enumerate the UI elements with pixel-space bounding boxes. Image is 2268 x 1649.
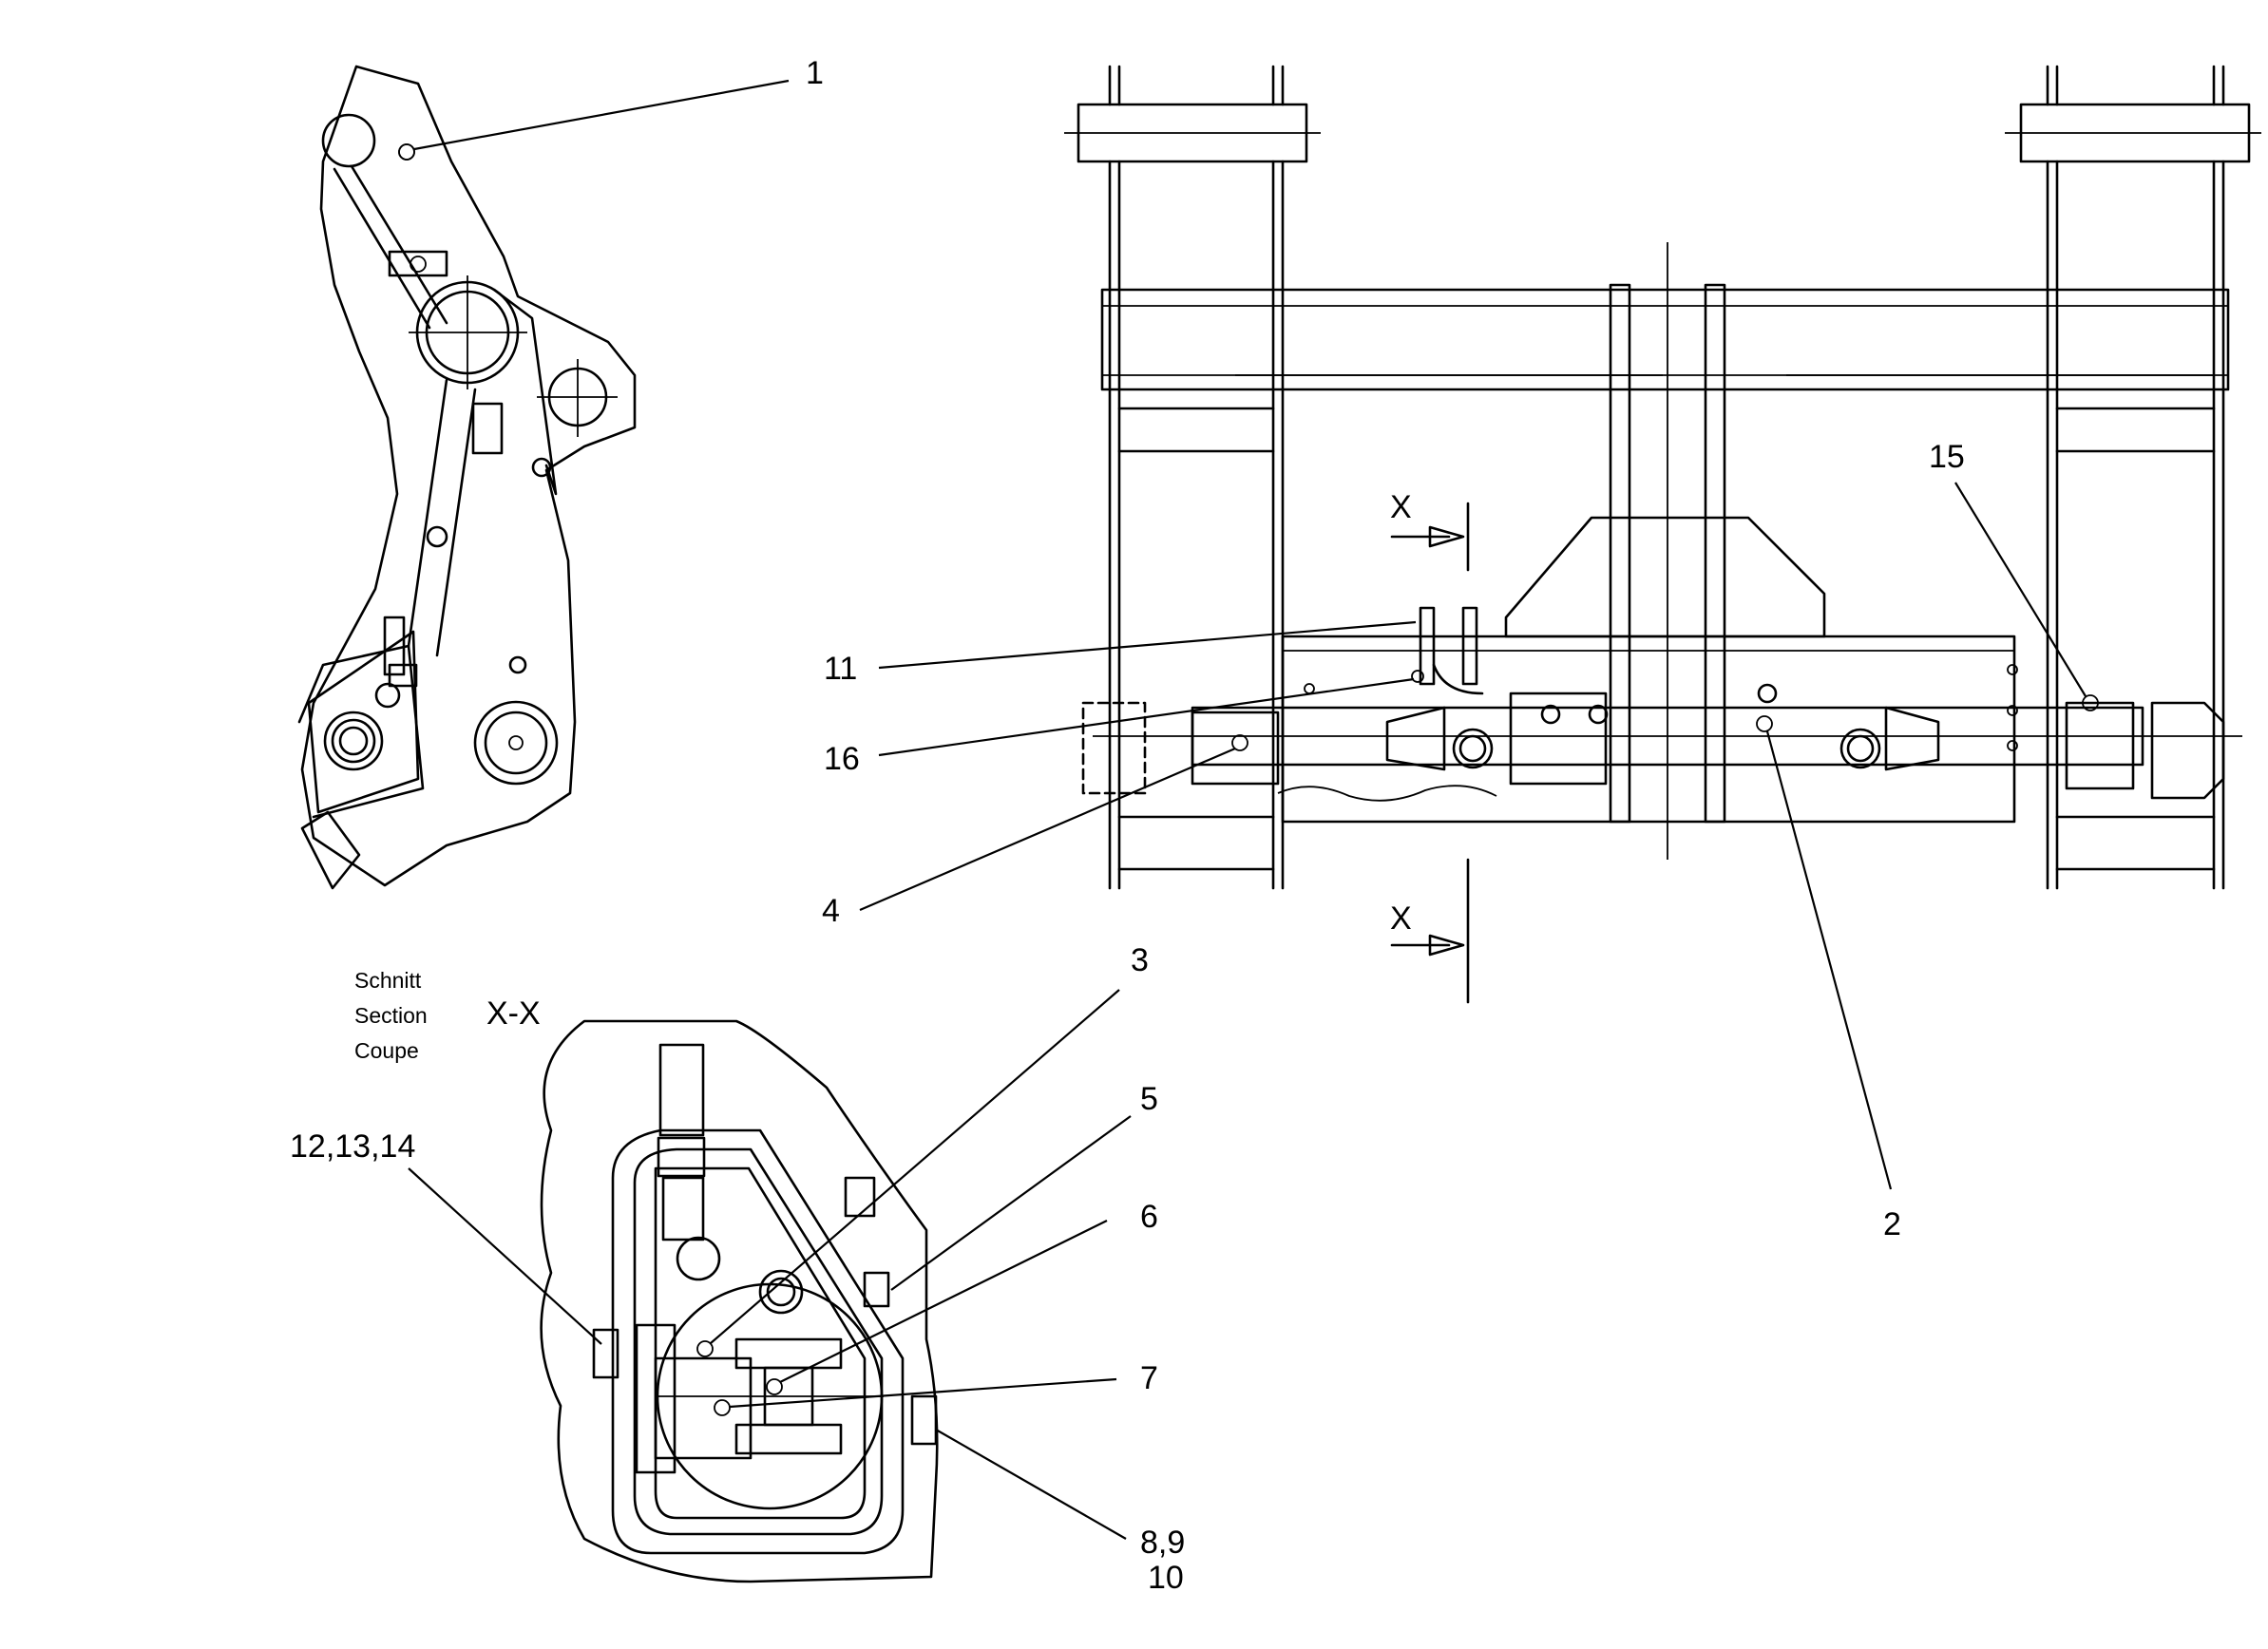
section-title-mark: X-X [486,995,541,1032]
section-title-de: Schnitt [354,968,422,993]
callout-dot-1 [398,143,415,161]
callout-11: 11 [824,651,857,687]
callout-15: 15 [1929,439,1965,475]
section-marker-bottom: X [1390,900,1412,937]
leader-lines [398,79,2099,1540]
callout-7: 7 [1140,1360,1158,1396]
callout-1: 1 [806,55,824,91]
section-view [540,1019,939,1583]
callout-3: 3 [1131,942,1149,978]
callout-6: 6 [1140,1199,1158,1235]
section-title-fr: Coupe [354,1038,419,1063]
section-title-en: Section [354,1003,428,1028]
section-labels: X X Schnitt Section Coupe X-X [354,489,1412,1063]
callout-10: 10 [1148,1560,1184,1596]
callout-16: 16 [824,741,860,777]
callout-4: 4 [822,893,840,929]
callout-labels: 1 15 11 16 4 2 3 5 6 7 12,13,14 8,9 10 [290,55,1965,1596]
top-view [1064,65,2261,1004]
callout-12-13-14: 12,13,14 [290,1128,415,1165]
callout-8-9: 8,9 [1140,1525,1185,1561]
callout-2: 2 [1883,1206,1901,1242]
side-view [297,65,637,890]
callout-5: 5 [1140,1081,1158,1117]
section-marker-top: X [1390,489,1412,525]
